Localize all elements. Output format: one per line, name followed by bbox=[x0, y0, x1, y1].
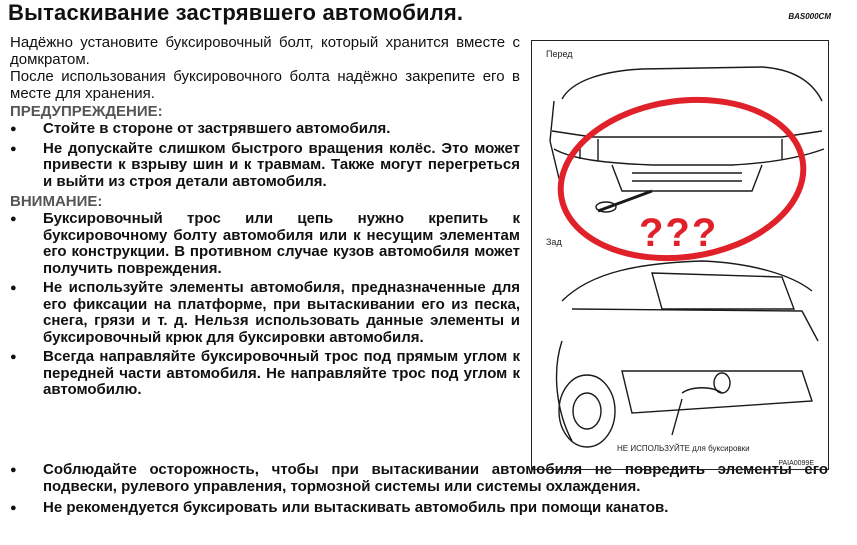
rear-window bbox=[651, 272, 796, 310]
rear-roof-line bbox=[561, 260, 813, 302]
front-intake-slats bbox=[632, 172, 742, 182]
caution-item: Не используйте элементы автомобиля, пред… bbox=[10, 279, 520, 346]
rear-bumper bbox=[621, 370, 813, 414]
front-label: Перед bbox=[546, 49, 573, 59]
caution-item: Соблюдайте осторожность, чтобы при вытас… bbox=[10, 461, 828, 495]
exhaust-pipe bbox=[713, 372, 731, 394]
warning-item: Не допускайте слишком быстрого вращения … bbox=[10, 140, 520, 191]
do-not-use-label: НЕ ИСПОЛЬЗУЙТЕ для буксировки bbox=[617, 444, 750, 453]
warning-pointer bbox=[671, 398, 683, 436]
text-column: Надёжно установите буксировочный болт, к… bbox=[10, 34, 520, 402]
rear-wheel-hub bbox=[572, 392, 602, 430]
caution-item: Буксировочный трос или цепь нужно крепит… bbox=[10, 210, 520, 277]
front-left-edge bbox=[549, 100, 563, 192]
highlight-ellipse bbox=[557, 96, 807, 262]
intro-paragraph-1: Надёжно установите буксировочный болт, к… bbox=[10, 34, 520, 68]
front-lower-intake bbox=[611, 164, 763, 192]
rear-trunk-line bbox=[571, 308, 819, 342]
rear-wheel-arch bbox=[555, 340, 573, 442]
intro-paragraph-2: После использования буксировочного болта… bbox=[10, 68, 520, 102]
rear-tow-point bbox=[681, 387, 723, 394]
caution-item: Не рекомендуется буксировать или вытаски… bbox=[10, 499, 828, 517]
figure-code: PAIA0099E bbox=[778, 460, 814, 467]
question-marks-annotation: ??? bbox=[639, 211, 719, 255]
warning-heading: ПРЕДУПРЕЖДЕНИЕ: bbox=[10, 103, 163, 120]
caution-list: Буксировочный трос или цепь нужно крепит… bbox=[10, 210, 520, 399]
document-code: BAS000CM bbox=[788, 12, 831, 21]
tow-hook-eye bbox=[595, 201, 617, 213]
caution-item: Всегда направляйте буксировочный трос по… bbox=[10, 348, 520, 399]
page-title: Вытаскивание застрявшего автомобиля. bbox=[8, 0, 464, 25]
warning-list: Стойте в стороне от застрявшего автомоби… bbox=[10, 120, 520, 191]
front-bumper-curve bbox=[553, 148, 825, 166]
caution-list-wide: Соблюдайте осторожность, чтобы при вытас… bbox=[10, 461, 828, 520]
front-grille-lines bbox=[579, 139, 783, 161]
rear-label: Зад bbox=[546, 237, 562, 247]
front-hood-line bbox=[561, 66, 823, 102]
caution-heading: ВНИМАНИЕ: bbox=[10, 193, 103, 210]
tow-hook-bar bbox=[597, 189, 653, 213]
warning-item: Стойте в стороне от застрявшего автомоби… bbox=[10, 120, 520, 138]
car-drawing bbox=[549, 66, 825, 448]
towing-illustration: Перед Зад ??? НЕ ИСПОЛЬЗУЙТЕ для буксиро… bbox=[531, 40, 829, 470]
front-bumper-top bbox=[551, 130, 823, 138]
rear-wheel bbox=[558, 374, 616, 448]
